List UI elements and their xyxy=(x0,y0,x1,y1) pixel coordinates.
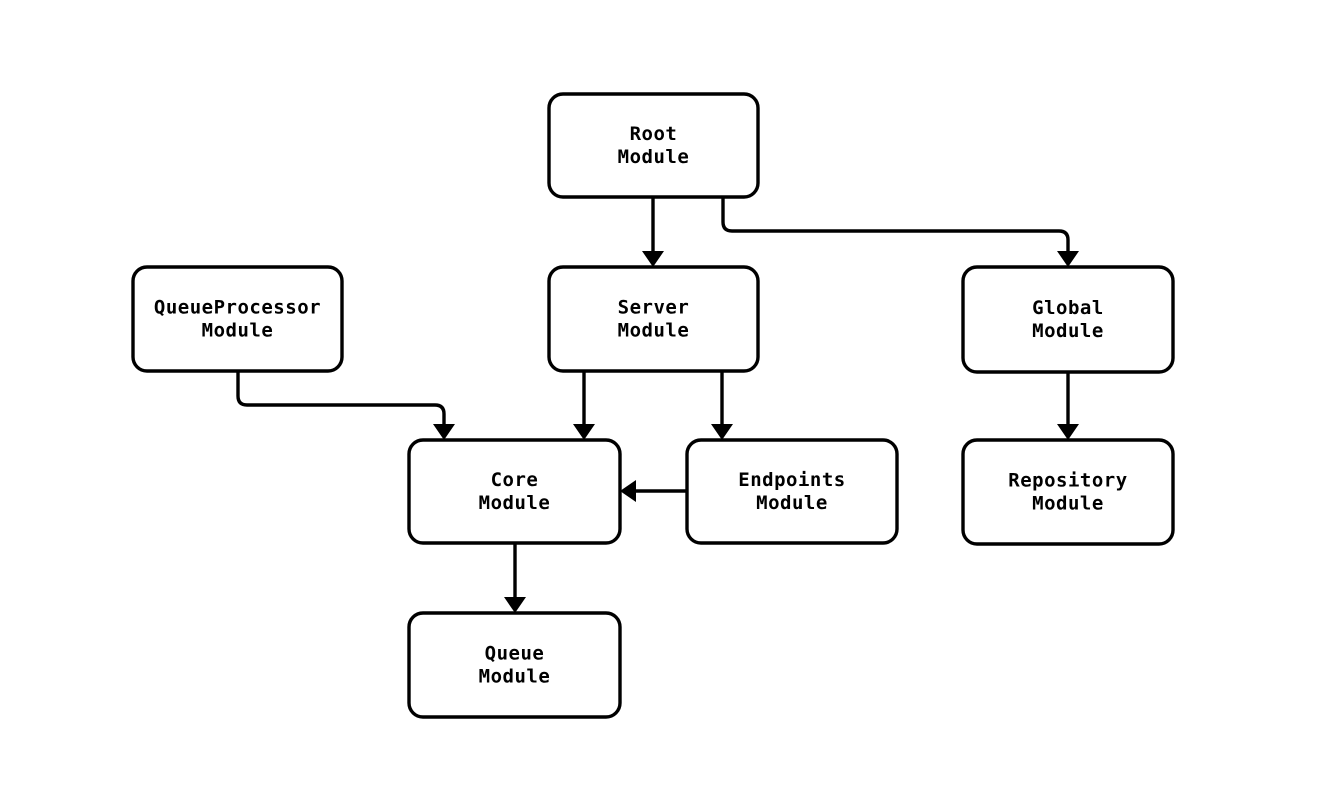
edge-server-to-core xyxy=(573,371,595,440)
edge-line xyxy=(236,371,446,424)
node-label-secondary: Module xyxy=(618,320,690,342)
edge-global-to-repository xyxy=(1057,372,1079,440)
node-label-secondary: Module xyxy=(756,492,828,514)
node-box[interactable] xyxy=(547,265,760,373)
node-label-primary: Queue xyxy=(485,643,545,665)
nodes-layer: RootModuleQueueProcessorModuleServerModu… xyxy=(131,92,1175,719)
arrowhead-icon xyxy=(433,424,455,440)
edge-queueprocessor-to-core xyxy=(236,371,455,440)
node-label-secondary: Module xyxy=(202,320,274,342)
edge-root-to-global xyxy=(721,197,1079,267)
edge-server-to-endpoints xyxy=(711,371,733,440)
node-label-primary: Server xyxy=(618,297,690,319)
edges-layer xyxy=(236,197,1079,613)
node-label-primary: Root xyxy=(630,123,678,145)
node-box[interactable] xyxy=(961,438,1175,546)
node-box[interactable] xyxy=(407,438,622,545)
node-label-secondary: Module xyxy=(479,666,551,688)
arrowhead-icon xyxy=(573,424,595,440)
node-box[interactable] xyxy=(407,611,622,719)
node-label-primary: Core xyxy=(491,469,539,491)
arrowhead-icon xyxy=(1057,251,1079,267)
node-label-secondary: Module xyxy=(1032,493,1104,515)
edge-root-to-server xyxy=(642,197,664,267)
node-box[interactable] xyxy=(547,92,760,199)
node-label-secondary: Module xyxy=(479,492,551,514)
arrowhead-icon xyxy=(620,480,636,502)
arrowhead-icon xyxy=(504,597,526,613)
node-box[interactable] xyxy=(131,265,344,373)
arrowhead-icon xyxy=(711,424,733,440)
node-label-primary: Global xyxy=(1032,297,1104,319)
node-label-secondary: Module xyxy=(1032,320,1104,342)
arrowhead-icon xyxy=(1057,424,1079,440)
edge-core-to-queue xyxy=(504,543,526,613)
edge-endpoints-to-core xyxy=(620,480,687,502)
node-label-secondary: Module xyxy=(618,146,690,168)
edge-line xyxy=(721,197,1070,251)
node-box[interactable] xyxy=(961,265,1175,374)
arrowhead-icon xyxy=(642,251,664,267)
node-box[interactable] xyxy=(685,438,899,545)
node-label-primary: QueueProcessor xyxy=(154,297,321,319)
node-label-primary: Endpoints xyxy=(738,469,845,491)
node-label-primary: Repository xyxy=(1008,470,1127,492)
